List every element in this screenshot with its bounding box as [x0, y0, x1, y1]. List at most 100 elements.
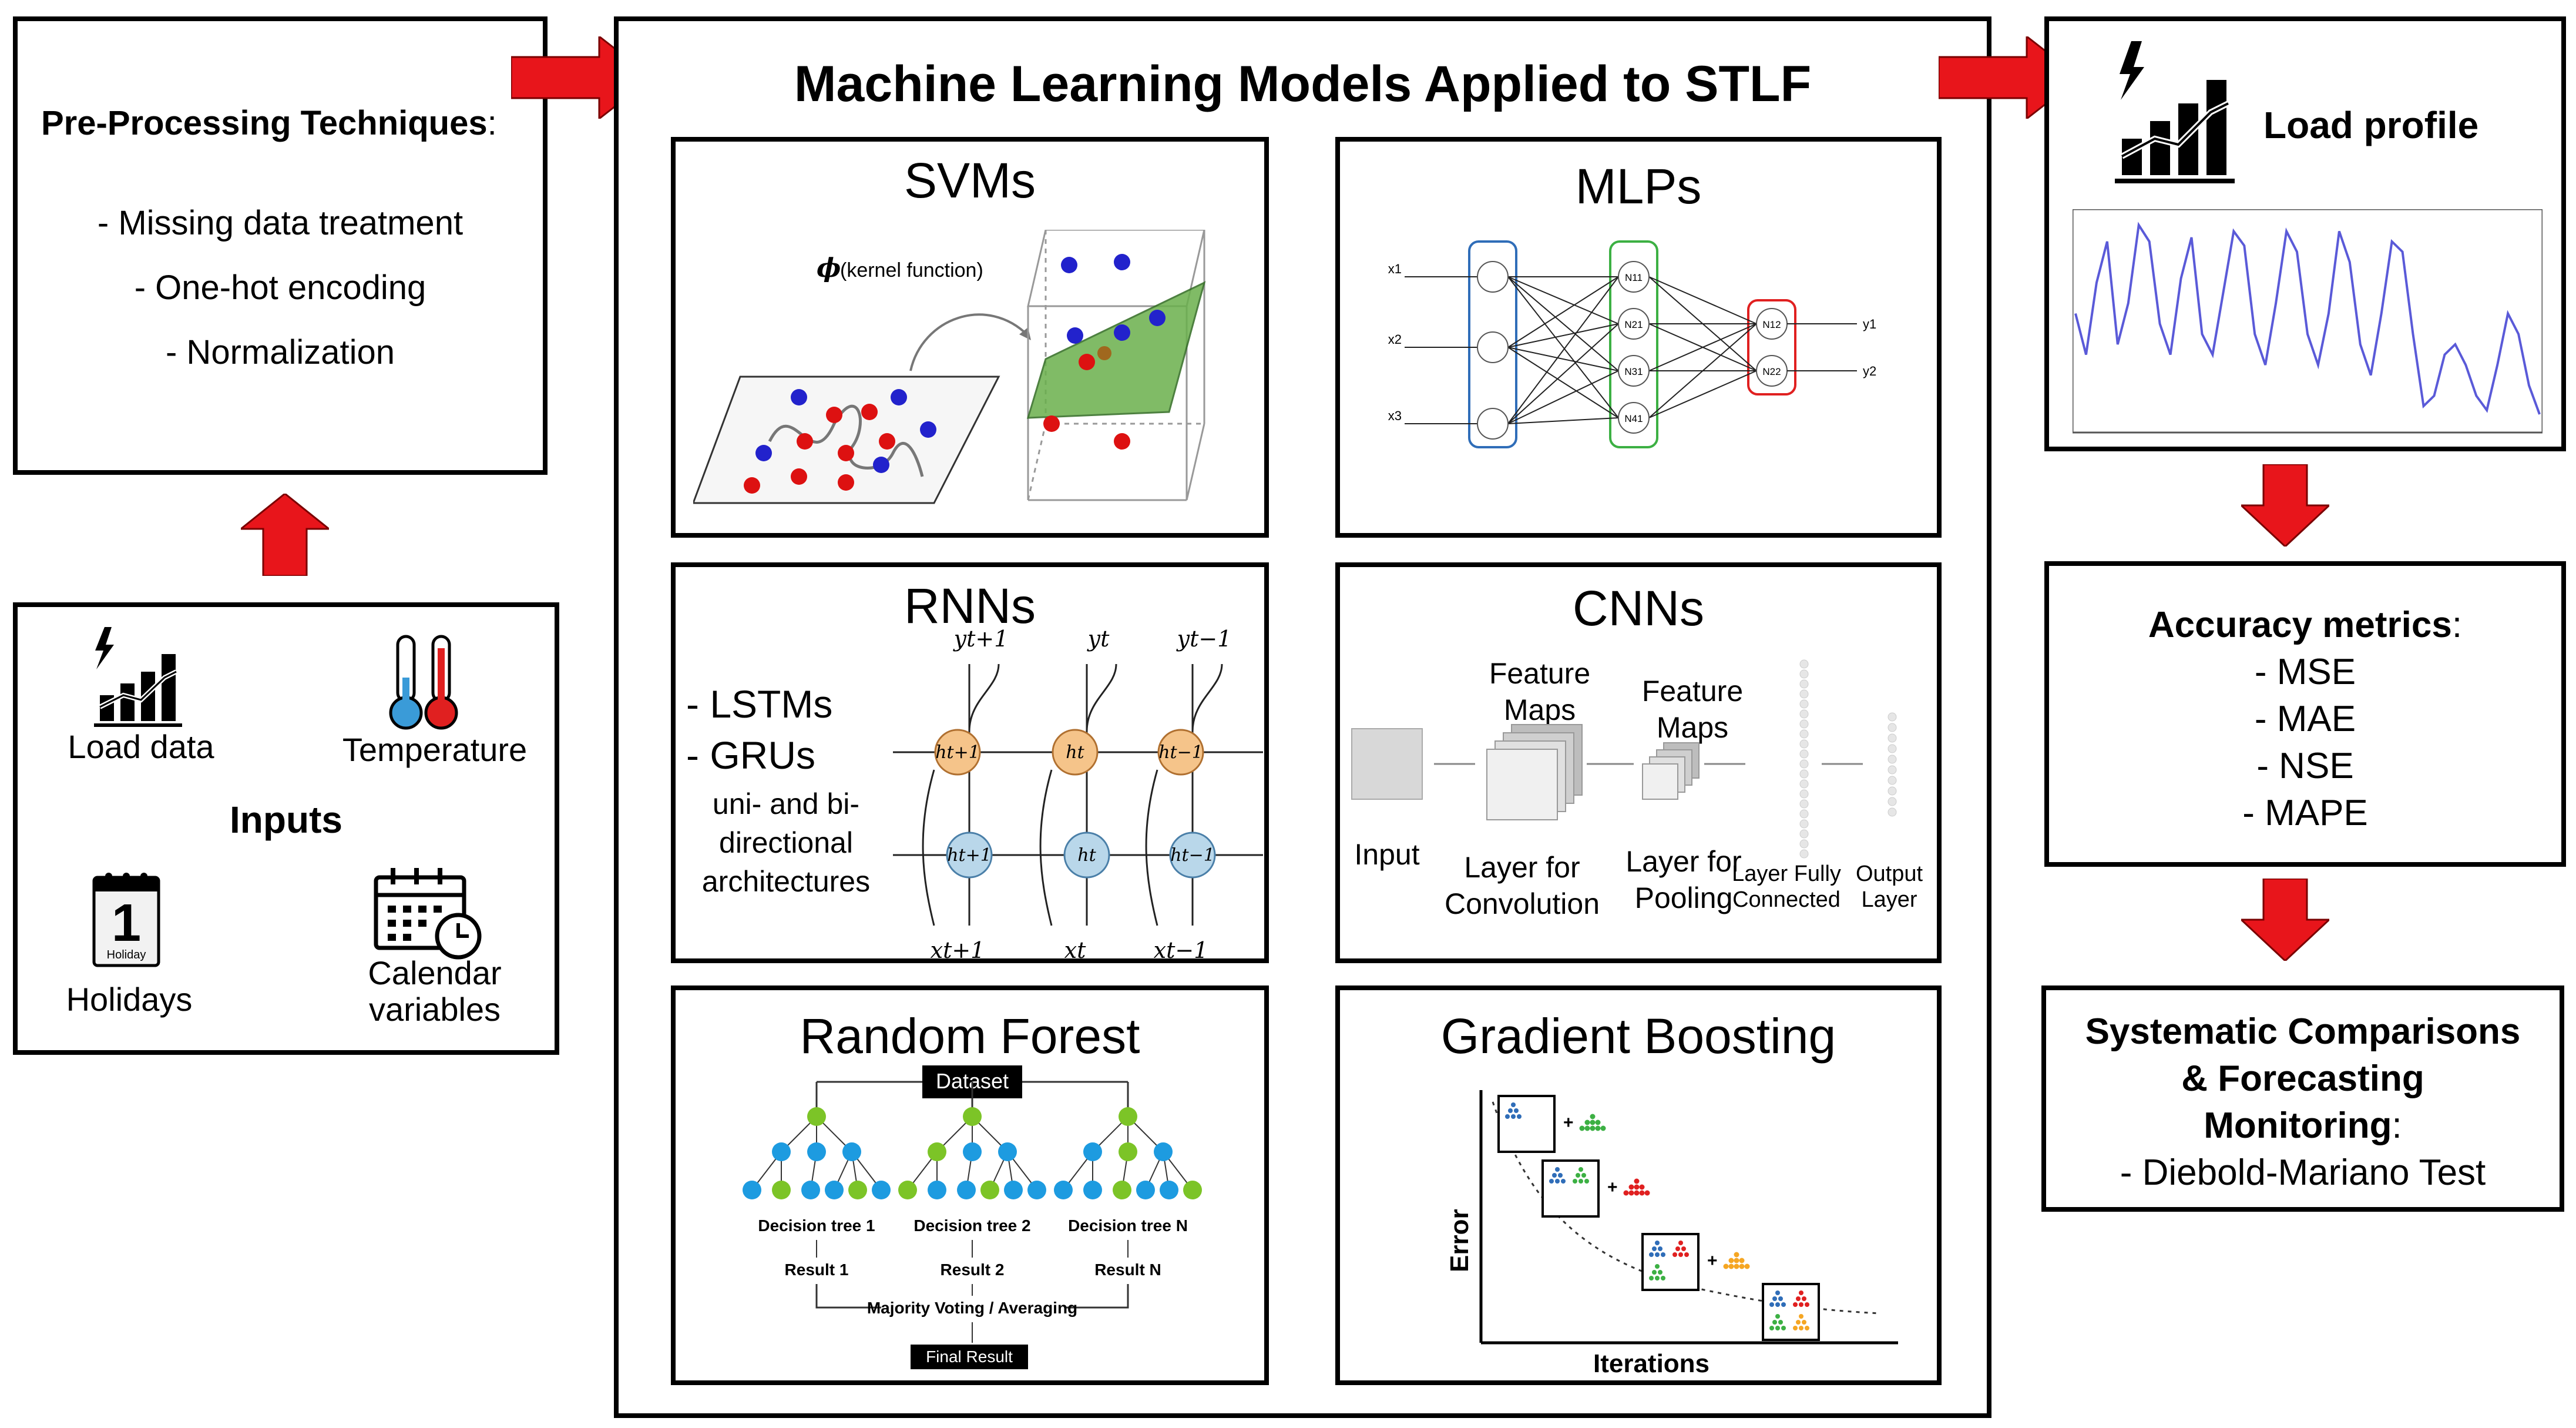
gb-tree-dot [1802, 1296, 1806, 1301]
systematic-item: - Diebold-Mariano Test [2120, 1152, 2486, 1193]
cnn-fc-node [1799, 829, 1809, 839]
mlp-edge [1648, 370, 1757, 418]
mlp-edge [1507, 276, 1619, 371]
gb-tree-dot [1552, 1173, 1557, 1178]
gb-tree-dot [1514, 1108, 1519, 1113]
rnn-skip [1039, 769, 1053, 926]
rf-node [980, 1181, 999, 1199]
mlp-edge [1507, 276, 1619, 348]
preprocessing-item: - Missing data treatment [97, 204, 464, 242]
rf-final-label: Final Result [926, 1347, 1013, 1366]
gb-tree-dot [1734, 1252, 1739, 1258]
gb-tree-dot [1623, 1190, 1629, 1196]
gb-tree-dot [1772, 1296, 1777, 1301]
rf-node [825, 1181, 844, 1199]
gb-tree-dot [1678, 1252, 1683, 1257]
accuracy-box: Accuracy metrics: - MSE - MAE - NSE - MA… [2044, 561, 2566, 867]
gb-tree-dot [1775, 1314, 1780, 1319]
cnn-title: CNNs [1573, 581, 1704, 636]
rnn-title: RNNs [904, 578, 1036, 633]
rf-connector [1066, 1284, 1129, 1309]
rnn-forward-cell [1157, 729, 1204, 776]
gb-tree-dot [1739, 1263, 1745, 1269]
cnn-fc-node [1799, 769, 1809, 779]
rf-node [928, 1142, 946, 1161]
rf-node [963, 1142, 982, 1161]
rnn-item: - LSTMs [686, 682, 833, 726]
cnn-pool-label: Layer for Pooling [1625, 845, 1742, 914]
gb-tree-dot [1579, 1125, 1585, 1131]
mlp-node-label: N31 [1624, 366, 1643, 377]
rf-connector [815, 1284, 881, 1309]
rnn-input-label: xt+1 [931, 937, 985, 963]
gb-tree-dot [1802, 1320, 1806, 1325]
rnn-skip [922, 769, 935, 926]
rf-result-label: Result N [1094, 1261, 1161, 1279]
cnn-fc-node [1799, 739, 1809, 749]
systematic-title-line: Systematic Comparisons [2085, 1011, 2521, 1052]
preprocessing-title: Pre-Processing Techniques: [41, 104, 497, 142]
mlp-edge [1507, 347, 1619, 418]
gb-tree-dot [1558, 1173, 1563, 1178]
gb-ylabel: Error [1445, 1209, 1474, 1272]
gb-tree-dot [1555, 1167, 1560, 1172]
cnn-conv-map [1486, 749, 1558, 820]
mlp-node [1477, 261, 1509, 293]
gb-tree-dot [1796, 1296, 1801, 1301]
gb-tree-dot [1549, 1179, 1554, 1184]
rf-node [1004, 1181, 1023, 1199]
rf-node [1183, 1181, 1202, 1199]
preprocessing-item: - One-hot encoding [134, 269, 426, 307]
gb-tree-dot [1578, 1167, 1583, 1172]
gb-tree-dot [1799, 1314, 1803, 1319]
load-profile-line [2074, 222, 2541, 415]
gb-tree-dot [1744, 1263, 1750, 1269]
rnn-input-label: xt−1 [1154, 937, 1208, 963]
rnn-item: - GRUs [686, 733, 815, 777]
mlp-node-label: N22 [1762, 366, 1781, 377]
rnn-forward-cell [934, 729, 981, 776]
rf-node [872, 1181, 891, 1199]
rf-node [1027, 1181, 1046, 1199]
rf-node [772, 1142, 791, 1161]
gb-tree-dot [1661, 1276, 1665, 1280]
mlp-edge [1507, 347, 1619, 371]
rf-tree-label: Decision tree 2 [913, 1216, 1030, 1235]
gb-plus: + [1707, 1251, 1718, 1271]
rnn-out [1191, 663, 1223, 732]
rf-node [1160, 1181, 1178, 1199]
holidays-label: Holidays [66, 981, 193, 1018]
gb-tree-dot [1517, 1114, 1522, 1119]
gb-tree-dot [1734, 1263, 1739, 1269]
gb-tree-dot [1644, 1190, 1650, 1196]
rf-voting-label: Majority Voting / Averaging [867, 1299, 1077, 1317]
gb-tree-dot [1590, 1114, 1596, 1119]
load-data-label: Load data [68, 728, 214, 765]
gb-tree-dot [1781, 1302, 1786, 1307]
gb-tree-dot [1723, 1263, 1729, 1269]
mlp-node-label: N21 [1624, 319, 1643, 330]
accuracy-metric: - MAE [2254, 699, 2356, 739]
gb-tree-dot [1684, 1252, 1689, 1257]
gb-tree-dot [1508, 1108, 1513, 1113]
rnn-backward-label: ht−1 [1170, 845, 1215, 866]
rf-node [772, 1181, 791, 1199]
cnn-fc-node [1799, 839, 1809, 849]
gb-tree-dot [1590, 1119, 1596, 1125]
cnn-fc-node [1799, 719, 1809, 729]
gb-tree-dot [1576, 1173, 1580, 1178]
accuracy-metric: - MSE [2254, 652, 2356, 692]
rf-node [1113, 1181, 1131, 1199]
gb-tree-dot [1649, 1276, 1654, 1280]
cnn-panel: CNNs Feature Maps Feature Maps Input Lay… [1335, 562, 1942, 963]
cnn-fc-node [1799, 779, 1809, 789]
rnn-input-label: xt [1064, 937, 1086, 963]
cnn-input-map [1351, 728, 1423, 800]
rnn-skip [1145, 769, 1158, 926]
mlp-node [1618, 261, 1650, 293]
cnn-conv-label: Layer for Convolution [1444, 851, 1600, 920]
gb-tree-dot [1734, 1258, 1739, 1263]
rnn-forward-cell [1052, 729, 1099, 776]
mlp-hidden-layer [1609, 240, 1658, 448]
